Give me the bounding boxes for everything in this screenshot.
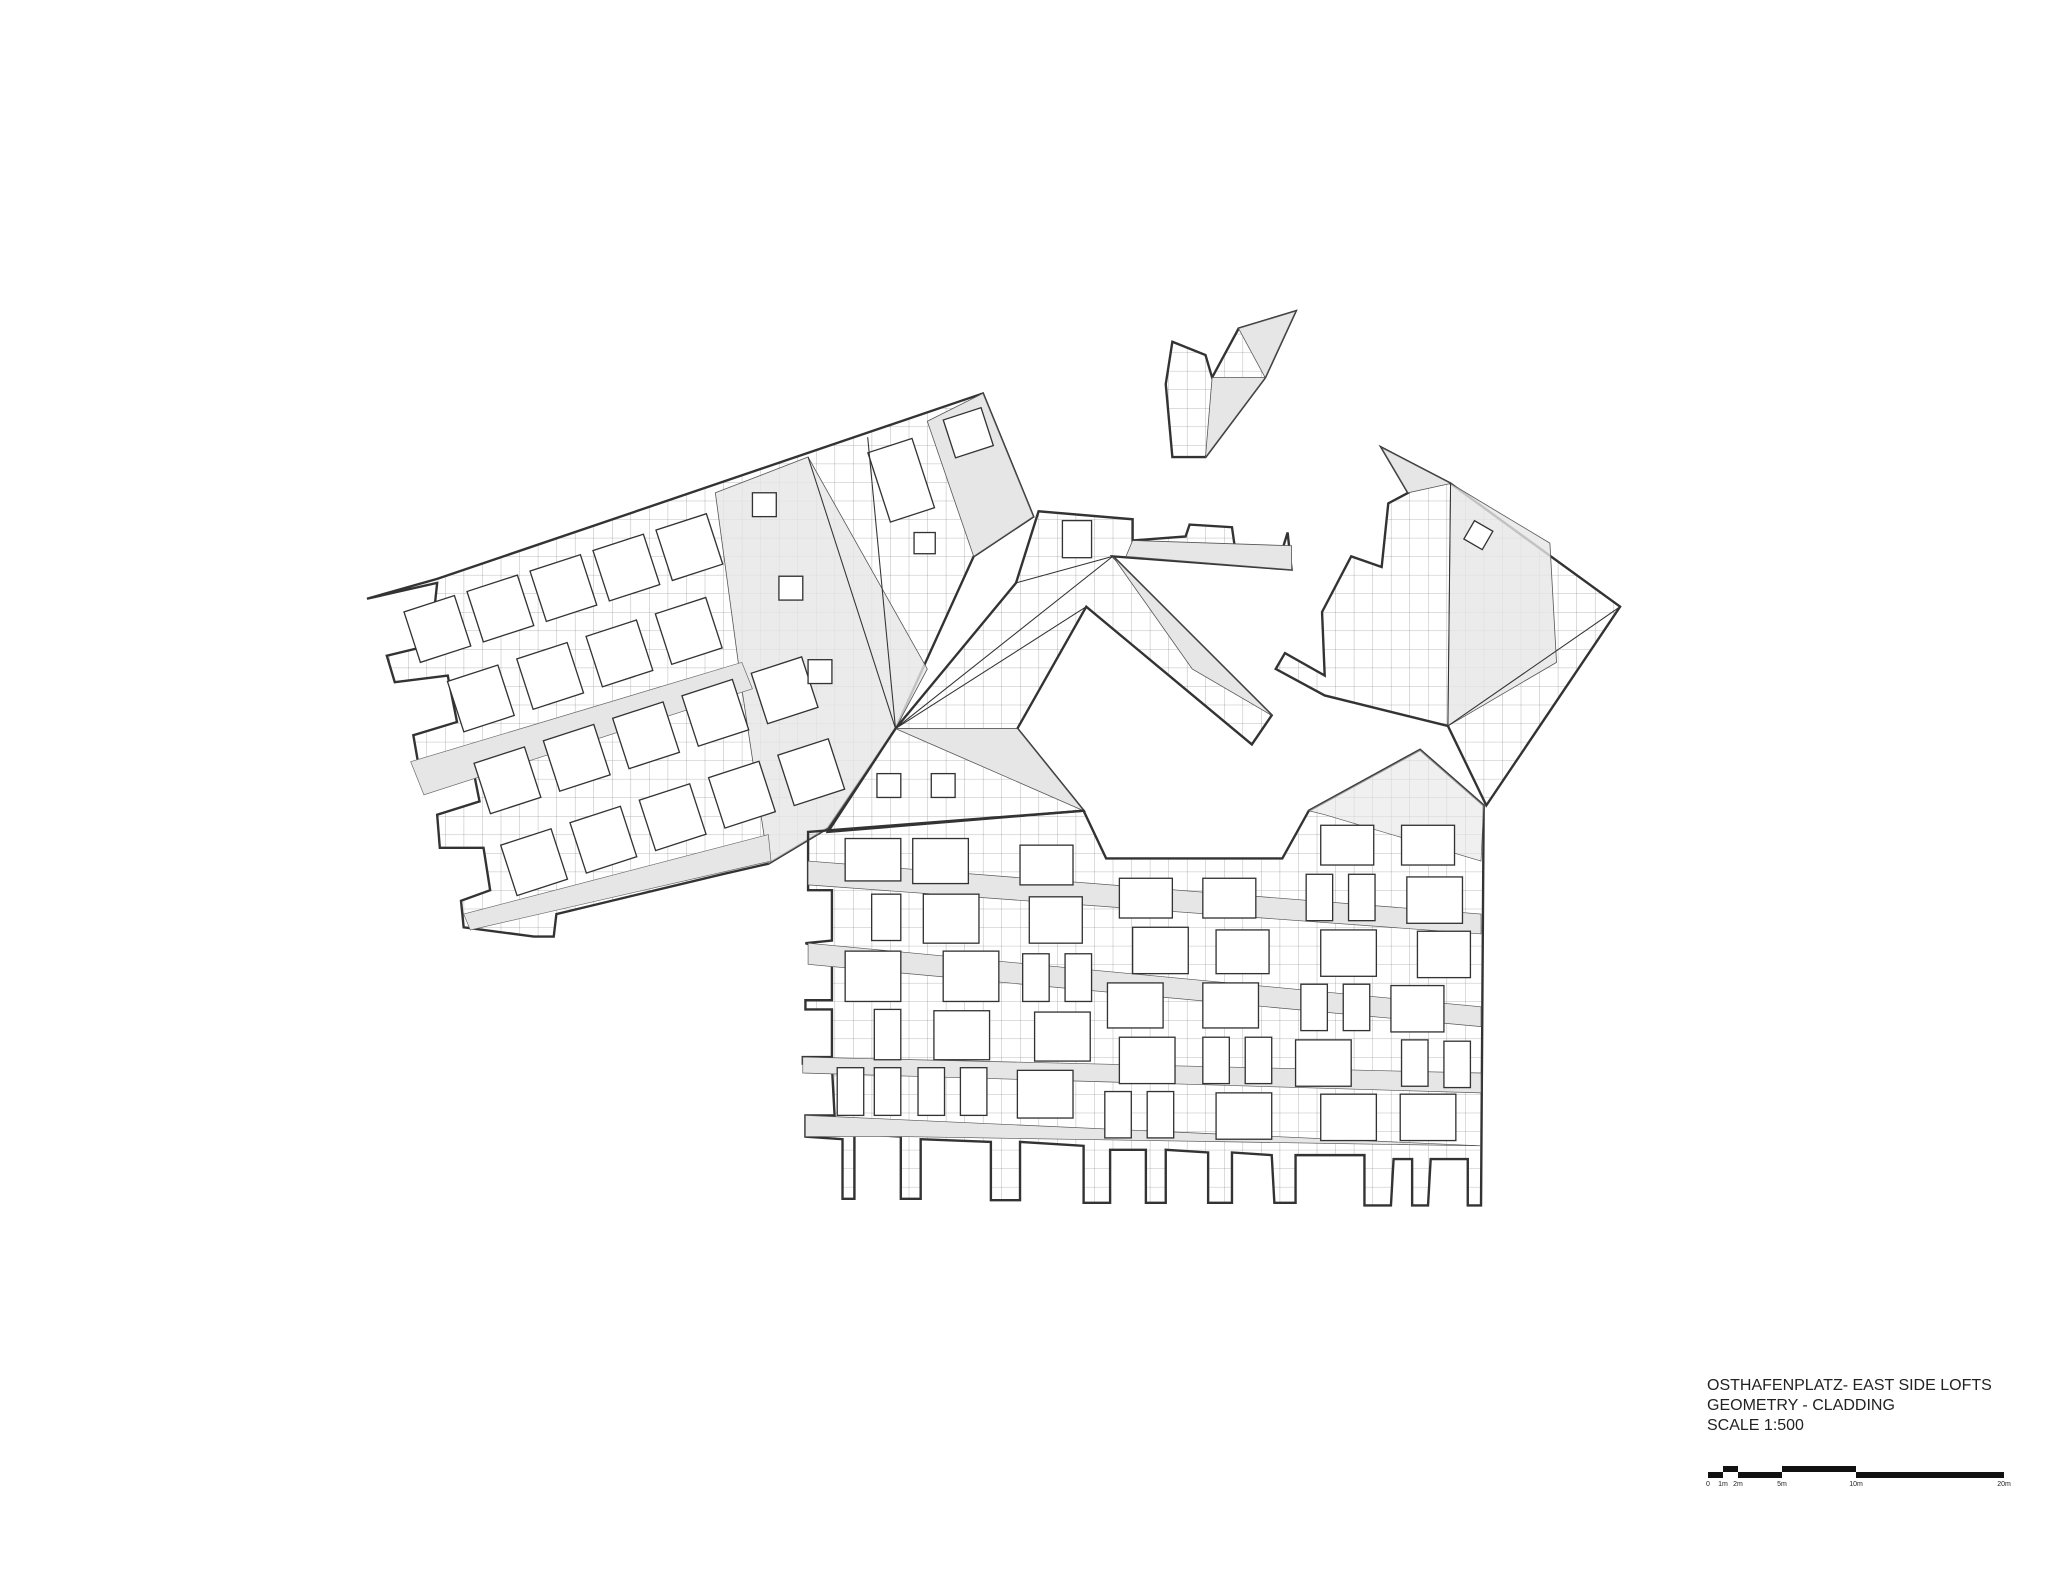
scale-label: 0: [1706, 1481, 1710, 1488]
title-block: OSTHAFENPLATZ- EAST SIDE LOFTS GEOMETRY …: [1707, 1376, 1992, 1436]
right-wing: [1274, 444, 1622, 808]
drawing-scale: SCALE 1:500: [1707, 1417, 1804, 1434]
scale-segment: [1738, 1472, 1782, 1478]
scale-label: 10m: [1849, 1481, 1863, 1488]
bottom-block: [801, 748, 1485, 1207]
scale-label: 1m: [1718, 1481, 1728, 1488]
scale-label: 2m: [1733, 1481, 1743, 1488]
left-wing: [366, 391, 1035, 938]
connector-block: [825, 510, 1293, 834]
scale-segment: [1856, 1472, 2004, 1478]
drawing-subtitle: GEOMETRY - CLADDING: [1707, 1397, 1895, 1414]
scale-label: 5m: [1777, 1481, 1787, 1488]
project-title: OSTHAFENPLATZ- EAST SIDE LOFTS: [1707, 1377, 1992, 1394]
top-roof-piece: [1164, 309, 1298, 459]
scale-segment: [1708, 1472, 1723, 1478]
scale-label: 20m: [1997, 1481, 2011, 1488]
scale-bar: 0 1m 2m 5m 10m 20m: [1706, 1466, 2011, 1496]
scale-segment: [1782, 1466, 1856, 1472]
scale-segment: [1723, 1466, 1738, 1472]
